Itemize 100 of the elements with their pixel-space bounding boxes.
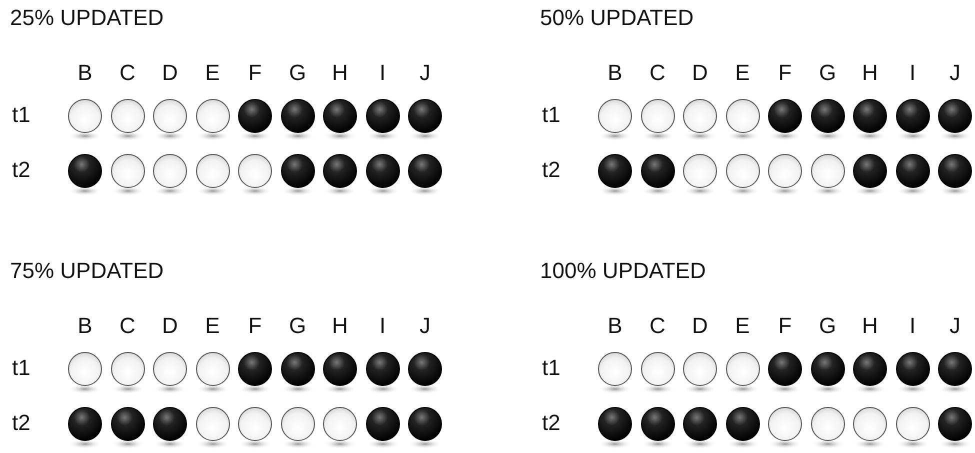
column-label: D <box>161 313 179 339</box>
column-label: F <box>247 60 263 86</box>
filled-circle-marker <box>597 153 633 197</box>
column-label: D <box>691 60 709 86</box>
hollow-circle-marker <box>810 153 846 197</box>
hollow-circle-marker <box>237 406 273 450</box>
column-label: J <box>418 60 432 86</box>
column-label: G <box>818 60 838 86</box>
hollow-circle-marker <box>194 351 230 395</box>
filled-circle-marker <box>937 153 973 197</box>
filled-circle-marker <box>110 406 146 450</box>
filled-circle-marker <box>937 351 973 395</box>
filled-circle-marker <box>767 351 803 395</box>
hollow-circle-marker <box>852 406 888 450</box>
filled-circle-marker <box>280 351 316 395</box>
hollow-circle-marker <box>280 406 316 450</box>
filled-circle-marker <box>810 98 846 142</box>
column-label: I <box>908 313 917 339</box>
filled-circle-marker <box>322 153 358 197</box>
filled-circle-marker <box>894 98 930 142</box>
hollow-circle-marker <box>810 406 846 450</box>
column-label: J <box>418 313 432 339</box>
filled-circle-marker <box>322 351 358 395</box>
filled-circle-marker <box>640 153 676 197</box>
row-label: t1 <box>542 102 560 128</box>
panel-title: 25% UPDATED <box>10 5 164 31</box>
filled-circle-marker <box>767 98 803 142</box>
column-label: H <box>331 60 349 86</box>
hollow-circle-marker <box>597 98 633 142</box>
filled-circle-marker <box>407 98 443 142</box>
hollow-circle-marker <box>682 98 718 142</box>
column-label: C <box>118 60 136 86</box>
filled-circle-marker <box>937 98 973 142</box>
filled-circle-marker <box>894 351 930 395</box>
hollow-circle-marker <box>682 153 718 197</box>
column-label: F <box>777 313 793 339</box>
column-label: E <box>204 60 221 86</box>
hollow-circle-marker <box>152 153 188 197</box>
filled-circle-marker <box>407 406 443 450</box>
hollow-circle-marker <box>322 406 358 450</box>
column-label: G <box>288 60 308 86</box>
column-label: E <box>734 313 751 339</box>
column-label: B <box>606 313 624 339</box>
row-label: t2 <box>12 157 30 183</box>
filled-circle-marker <box>852 98 888 142</box>
row-label: t1 <box>542 355 560 381</box>
hollow-circle-marker <box>110 351 146 395</box>
filled-circle-marker <box>852 153 888 197</box>
filled-circle-marker <box>894 153 930 197</box>
column-label: H <box>861 60 879 86</box>
row-label: t1 <box>12 102 30 128</box>
column-label: E <box>204 313 221 339</box>
filled-circle-marker <box>810 351 846 395</box>
filled-circle-marker <box>237 351 273 395</box>
filled-circle-marker <box>280 153 316 197</box>
filled-circle-marker <box>364 153 400 197</box>
column-label: H <box>861 313 879 339</box>
column-label: G <box>818 313 838 339</box>
hollow-circle-marker <box>724 351 760 395</box>
filled-circle-marker <box>364 406 400 450</box>
filled-circle-marker <box>364 98 400 142</box>
column-label: D <box>691 313 709 339</box>
hollow-circle-marker <box>194 406 230 450</box>
filled-circle-marker <box>407 153 443 197</box>
hollow-circle-marker <box>194 153 230 197</box>
row-label: t1 <box>12 355 30 381</box>
hollow-circle-marker <box>767 406 803 450</box>
hollow-circle-marker <box>724 98 760 142</box>
hollow-circle-marker <box>194 98 230 142</box>
column-label: G <box>288 313 308 339</box>
column-label: C <box>648 313 666 339</box>
filled-circle-marker <box>597 406 633 450</box>
hollow-circle-marker <box>894 406 930 450</box>
filled-circle-marker <box>152 406 188 450</box>
hollow-circle-marker <box>767 153 803 197</box>
row-label: t2 <box>542 410 560 436</box>
filled-circle-marker <box>280 98 316 142</box>
column-label: F <box>247 313 263 339</box>
filled-circle-marker <box>67 406 103 450</box>
filled-circle-marker <box>237 98 273 142</box>
hollow-circle-marker <box>237 153 273 197</box>
column-label: C <box>118 313 136 339</box>
hollow-circle-marker <box>152 351 188 395</box>
column-label: C <box>648 60 666 86</box>
row-label: t2 <box>12 410 30 436</box>
filled-circle-marker <box>364 351 400 395</box>
hollow-circle-marker <box>640 98 676 142</box>
filled-circle-marker <box>322 98 358 142</box>
column-label: F <box>777 60 793 86</box>
filled-circle-marker <box>407 351 443 395</box>
panel-title: 75% UPDATED <box>10 258 164 284</box>
column-label: E <box>734 60 751 86</box>
hollow-circle-marker <box>597 351 633 395</box>
hollow-circle-marker <box>724 153 760 197</box>
filled-circle-marker <box>852 351 888 395</box>
filled-circle-marker <box>67 153 103 197</box>
column-label: H <box>331 313 349 339</box>
column-label: I <box>378 60 387 86</box>
column-label: B <box>76 313 94 339</box>
hollow-circle-marker <box>110 153 146 197</box>
